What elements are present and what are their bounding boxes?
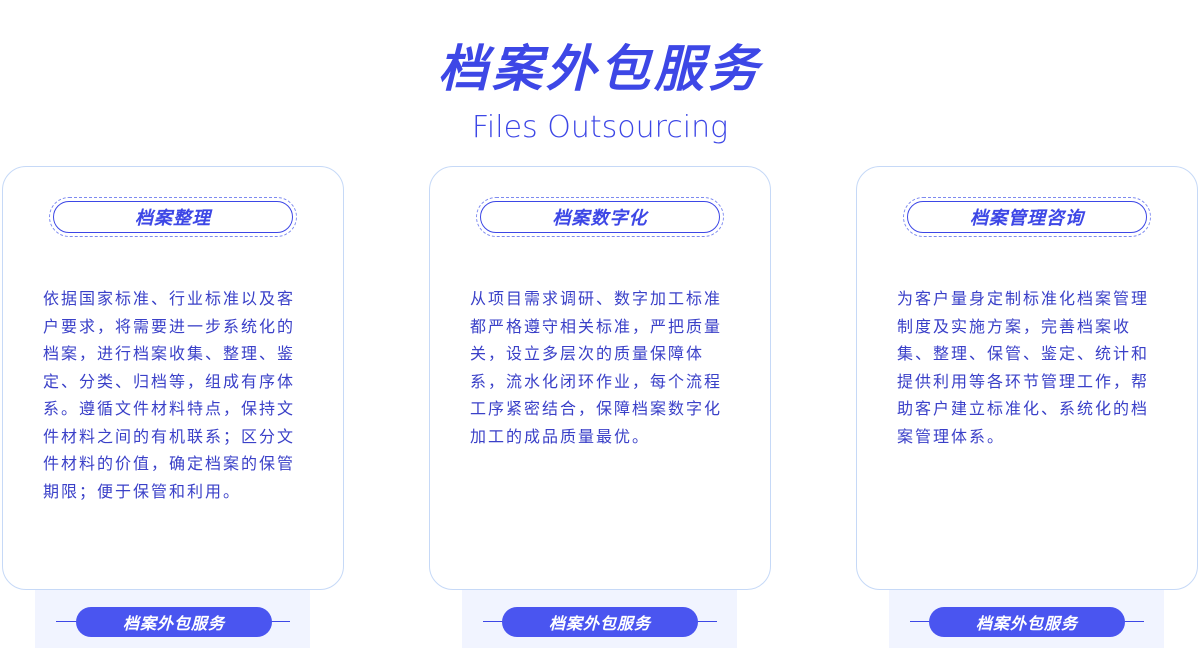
footer-button[interactable]: 档案外包服务 [502,607,698,637]
service-card-archive-consulting: 档案管理咨询 为客户量身定制标准化档案管理制度及实施方案，完善档案收集、整理、保… [856,166,1198,590]
card-label-frame: 档案管理咨询 [903,197,1151,237]
card-description: 从项目需求调研、数字加工标准都严格遵守相关标准，严把质量关，设立多层次的质量保障… [470,289,723,446]
page-title: 档案外包服务 [438,40,762,98]
card-description: 为客户量身定制标准化档案管理制度及实施方案，完善档案收集、整理、保管、鉴定、统计… [897,289,1150,446]
card-description: 依据国家标准、行业标准以及客户要求，将需要进一步系统化的档案，进行档案收集、整理… [43,289,296,501]
service-card-archive-organizing: 档案整理 依据国家标准、行业标准以及客户要求，将需要进一步系统化的档案，进行档案… [2,166,344,590]
footer-button[interactable]: 档案外包服务 [929,607,1125,637]
card-label: 档案整理 [53,201,293,233]
service-card-archive-digitization: 档案数字化 从项目需求调研、数字加工标准都严格遵守相关标准，严把质量关，设立多层… [429,166,771,590]
card-label: 档案数字化 [480,201,720,233]
footer-button[interactable]: 档案外包服务 [76,607,272,637]
card-label-frame: 档案数字化 [476,197,724,237]
card-label: 档案管理咨询 [907,201,1147,233]
card-label-frame: 档案整理 [49,197,297,237]
page-subtitle: Files Outsourcing [471,110,729,145]
